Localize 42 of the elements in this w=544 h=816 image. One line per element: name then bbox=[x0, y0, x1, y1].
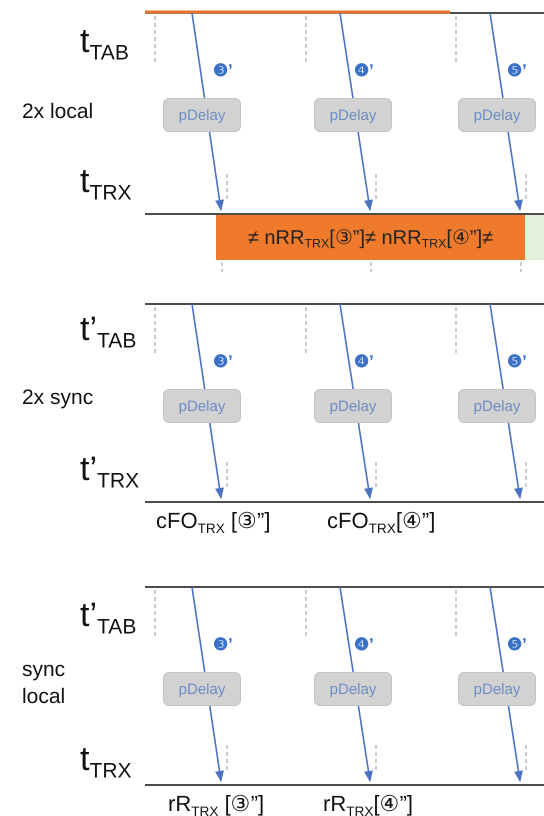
band-label: ≠ nRR$_{TRX}$[③”]≠ nRR$_{TRX}$[④”]≠ bbox=[248, 226, 494, 250]
step-label: ❹’ bbox=[354, 62, 374, 79]
timeline-label: t$_{TRX}$ bbox=[80, 742, 132, 782]
delay-box: pDelay bbox=[458, 389, 536, 423]
step-label: ❺’ bbox=[507, 353, 527, 370]
step-label: ❸’ bbox=[213, 353, 233, 370]
value-label: cFO$_{TRX}$ [③”] bbox=[156, 506, 270, 536]
arrow bbox=[358, 422, 373, 500]
arrow bbox=[209, 422, 224, 500]
arrow bbox=[507, 132, 523, 212]
delay-box: pDelay bbox=[163, 389, 241, 423]
arrow bbox=[208, 132, 224, 212]
delay-box: pDelay bbox=[163, 672, 241, 706]
value-label: rR$_{TRX}$[④”] bbox=[323, 789, 414, 816]
delay-box: pDelay bbox=[163, 98, 241, 132]
arrow bbox=[508, 422, 523, 500]
highlight-band bbox=[216, 215, 525, 260]
step-label: ❺’ bbox=[507, 62, 527, 79]
timeline-label: t’$_{TRX}$ bbox=[80, 452, 140, 492]
arrow bbox=[358, 706, 373, 782]
step-label: ❹’ bbox=[354, 353, 374, 370]
timeline-label: t’$_{TAB}$ bbox=[80, 312, 136, 352]
step-label: ❺’ bbox=[507, 636, 527, 653]
arrow bbox=[508, 706, 523, 782]
row-label: sync local bbox=[22, 657, 66, 710]
step-label: ❸’ bbox=[213, 62, 233, 79]
step-label: ❸’ bbox=[213, 636, 233, 653]
timeline-label: t’$_{TAB}$ bbox=[80, 598, 136, 638]
value-label: cFO$_{TRX}$[④”] bbox=[327, 506, 436, 536]
timeline-label: t$_{TAB}$ bbox=[80, 24, 129, 64]
step-label: ❹’ bbox=[354, 636, 374, 653]
timeline-label: t$_{TRX}$ bbox=[80, 164, 132, 204]
arrow bbox=[209, 706, 224, 782]
delay-box: pDelay bbox=[314, 98, 392, 132]
value-label: rR$_{TRX}$ [③”] bbox=[168, 789, 264, 816]
arrow bbox=[357, 132, 373, 212]
row-label: 2x local bbox=[22, 101, 94, 122]
delay-box: pDelay bbox=[458, 672, 536, 706]
delay-box: pDelay bbox=[458, 98, 536, 132]
delay-box: pDelay bbox=[314, 672, 392, 706]
row-label: 2x sync bbox=[22, 387, 94, 408]
delay-box: pDelay bbox=[314, 389, 392, 423]
